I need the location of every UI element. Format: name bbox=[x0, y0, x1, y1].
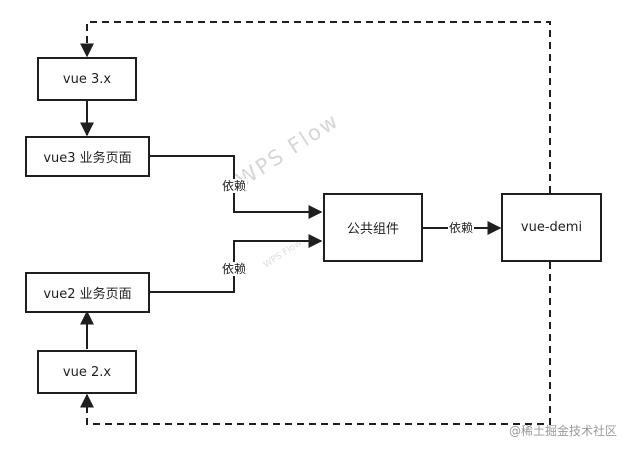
node-vue3-business-page: vue3 业务页面 bbox=[25, 136, 150, 177]
node-vue2x-label: vue 2.x bbox=[62, 364, 112, 380]
node-vue3x-label: vue 3.x bbox=[62, 71, 112, 87]
node-shared-component: 公共组件 bbox=[323, 193, 423, 262]
node-vue-demi-label: vue-demi bbox=[520, 220, 583, 235]
node-vue3-page-label: vue3 业务页面 bbox=[43, 151, 132, 166]
node-vue2-page-label: vue2 业务页面 bbox=[43, 287, 132, 302]
edge-vue-demi-to-vue3x-dashed bbox=[80, 21, 551, 193]
edge-vue-demi-to-vue2x-dashed bbox=[80, 262, 551, 425]
node-vue3x: vue 3.x bbox=[37, 57, 137, 101]
node-vue2-business-page: vue2 业务页面 bbox=[25, 272, 150, 313]
edge-label-shared-dependency: 依赖 bbox=[448, 221, 475, 235]
node-shared-label: 公共组件 bbox=[346, 222, 399, 237]
source-credit: @稀土掘金技术社区 bbox=[508, 424, 617, 438]
node-vue2x: vue 2.x bbox=[37, 350, 137, 394]
node-vue-demi: vue-demi bbox=[501, 193, 602, 262]
edge-label-vue2-dependency: 依赖 bbox=[221, 262, 248, 276]
edge-label-vue3-dependency: 依赖 bbox=[221, 179, 248, 193]
